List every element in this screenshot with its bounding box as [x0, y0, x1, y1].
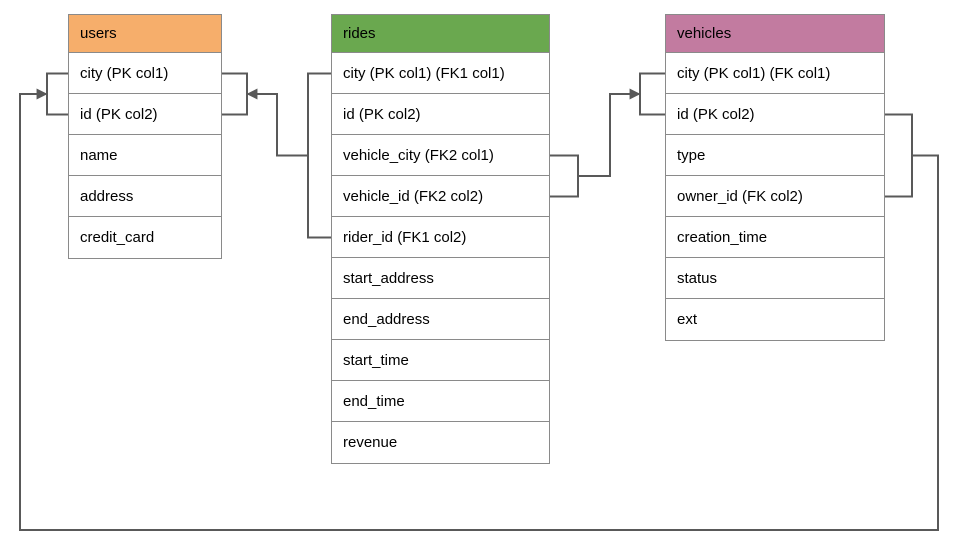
table-users-header: users: [69, 15, 221, 53]
table-rides: rides city (PK col1) (FK1 col1)id (PK co…: [331, 14, 550, 464]
table-vehicles: vehicles city (PK col1) (FK col1)id (PK …: [665, 14, 885, 341]
relationship-bracket: [639, 72, 665, 116]
table-row: ext: [666, 299, 884, 340]
table-vehicles-header: vehicles: [666, 15, 884, 53]
table-row: start_address: [332, 258, 549, 299]
table-row: id (PK col2): [332, 94, 549, 135]
table-rides-header: rides: [332, 15, 549, 53]
relationship-line-rides-fk1-users: [246, 88, 308, 157]
relationship-bracket: [550, 154, 579, 198]
relationship-bracket: [46, 72, 68, 116]
relationship-bracket: [885, 113, 913, 198]
table-row: start_time: [332, 340, 549, 381]
table-row: name: [69, 135, 221, 176]
table-row: credit_card: [69, 217, 221, 258]
table-row: status: [666, 258, 884, 299]
table-row: revenue: [332, 422, 549, 463]
table-row: end_time: [332, 381, 549, 422]
table-row: address: [69, 176, 221, 217]
table-row: city (PK col1) (FK col1): [666, 53, 884, 94]
table-row: city (PK col1): [69, 53, 221, 94]
table-row: vehicle_city (FK2 col1): [332, 135, 549, 176]
table-rides-rows: city (PK col1) (FK1 col1)id (PK col2)veh…: [332, 53, 549, 463]
table-vehicles-rows: city (PK col1) (FK col1)id (PK col2)type…: [666, 53, 884, 340]
table-row: vehicle_id (FK2 col2): [332, 176, 549, 217]
table-row: rider_id (FK1 col2): [332, 217, 549, 258]
table-row: id (PK col2): [666, 94, 884, 135]
table-row: id (PK col2): [69, 94, 221, 135]
relationship-bracket: [222, 72, 248, 116]
relationship-line-rides-fk2-vehicles: [578, 88, 641, 177]
table-row: type: [666, 135, 884, 176]
table-row: creation_time: [666, 217, 884, 258]
relationship-bracket: [307, 72, 331, 239]
relationship-line-vehicles-fk-users: [19, 88, 939, 531]
table-row: city (PK col1) (FK1 col1): [332, 53, 549, 94]
table-row: owner_id (FK col2): [666, 176, 884, 217]
table-row: end_address: [332, 299, 549, 340]
